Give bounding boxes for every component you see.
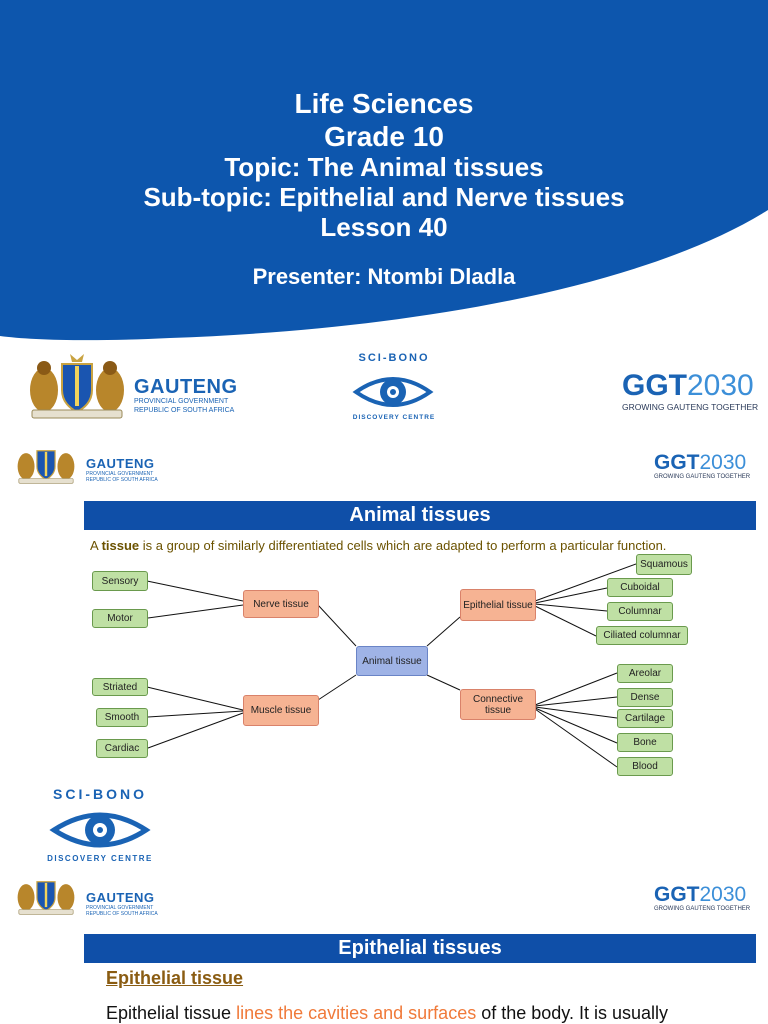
epithelial-heading: Epithelial tissue [106,968,244,988]
node-columnar: Columnar [607,602,673,621]
node-cuboidal: Cuboidal [607,578,673,597]
gauteng-logo-small: GAUTENG PROVINCIAL GOVERNMENT REPUBLIC O… [14,440,164,490]
gauteng-subtitle-1: PROVINCIAL GOVERNMENT [86,905,154,911]
node-striated: Striated [92,678,148,696]
node-smooth: Smooth [96,708,148,727]
gauteng-subtitle-2: REPUBLIC OF SOUTH AFRICA [134,407,235,414]
node-motor: Motor [92,609,148,628]
node-nerve-tissue: Nerve tissue [243,590,319,618]
body-post: of the body. It is usually [476,1003,668,1023]
node-connective-tissue: Connective tissue [460,689,536,720]
ggt-tagline: GROWING GAUTENG TOGETHER [654,906,751,912]
node-sensory: Sensory [92,571,148,591]
node-bone: Bone [617,733,673,752]
node-dense: Dense [617,688,673,707]
definition-term: tissue [101,538,140,553]
grade-label: Grade 10 [324,121,444,152]
ggt-tagline: GROWING GAUTENG TOGETHER [622,402,759,412]
epithelial-tissues-banner: Epithelial tissues [84,934,756,963]
lesson-label: Lesson 40 [320,212,448,242]
ggt-year: 2030 [699,451,747,474]
coat-of-arms-icon [17,450,75,484]
ggt2030-logo-small: GGT2030 GROWING GAUTENG TOGETHER [654,452,764,486]
eye-icon [352,377,434,407]
ggt-year: 2030 [687,369,754,402]
gauteng-wordmark: GAUTENG [86,890,155,905]
gauteng-logo: GAUTENG PROVINCIAL GOVERNMENT REPUBLIC O… [24,350,244,425]
slide-title: Life Sciences [294,88,474,119]
scibono-bottom-text: DISCOVERY CENTRE [352,414,436,421]
gauteng-logo-small: GAUTENG PROVINCIAL GOVERNMENT REPUBLIC O… [14,870,164,922]
node-ciliated-columnar: Ciliated columnar [596,626,688,645]
header-wave-background [0,0,768,341]
node-animal-tissue: Animal tissue [356,646,428,676]
ggt2030-logo: GGT2030 GROWING GAUTENG TOGETHER [622,370,762,420]
body-pre: Epithelial tissue [106,1003,237,1023]
topic-label: Topic: The Animal tissues [224,152,544,182]
gauteng-wordmark: GAUTENG [134,376,238,398]
presenter-label: Presenter: Ntombi Dladla [252,264,516,289]
node-areolar: Areolar [617,664,673,683]
node-muscle-tissue: Muscle tissue [243,695,319,726]
ggt-prefix: GGT [654,883,700,906]
coat-of-arms-icon [30,354,124,419]
node-cardiac: Cardiac [96,739,148,758]
ggt2030-logo-small: GGT2030 GROWING GAUTENG TOGETHER [654,884,764,918]
scibono-logo: SCI-BONO DISCOVERY CENTRE [32,786,168,866]
gauteng-subtitle-1: PROVINCIAL GOVERNMENT [134,398,229,405]
coat-of-arms-icon [17,881,75,915]
animal-tissues-banner: Animal tissues [84,501,756,530]
node-blood: Blood [617,757,673,776]
tissue-definition: A tissue is a group of similarly differe… [90,538,666,553]
ggt-tagline: GROWING GAUTENG TOGETHER [654,474,751,480]
definition-text: is a group of similarly differentiated c… [139,538,667,553]
eye-icon [49,812,151,848]
definition-pre: A [90,538,102,553]
gauteng-subtitle-1: PROVINCIAL GOVERNMENT [86,471,154,477]
title-slide: Life Sciences Grade 10 Topic: The Animal… [0,0,768,435]
epithelial-body-text: Epithelial tissue lines the cavities and… [106,1003,668,1024]
gauteng-wordmark: GAUTENG [86,456,155,471]
gauteng-subtitle-2: REPUBLIC OF SOUTH AFRICA [86,911,158,917]
node-cartilage: Cartilage [617,709,673,728]
subtopic-label: Sub-topic: Epithelial and Nerve tissues [143,182,625,212]
scibono-top-text: SCI-BONO [53,786,147,802]
ggt-year: 2030 [699,883,747,906]
node-epithelial-tissue: Epithelial tissue [460,589,536,621]
scibono-top-text: SCI-BONO [358,352,430,364]
ggt-prefix: GGT [622,369,687,402]
body-highlight: lines the cavities and surfaces [236,1003,477,1023]
scibono-logo: SCI-BONO DISCOVERY CENTRE [336,350,450,428]
ggt-prefix: GGT [654,451,700,474]
node-squamous: Squamous [636,554,692,575]
scibono-bottom-text: DISCOVERY CENTRE [47,854,153,863]
gauteng-subtitle-2: REPUBLIC OF SOUTH AFRICA [86,477,158,483]
